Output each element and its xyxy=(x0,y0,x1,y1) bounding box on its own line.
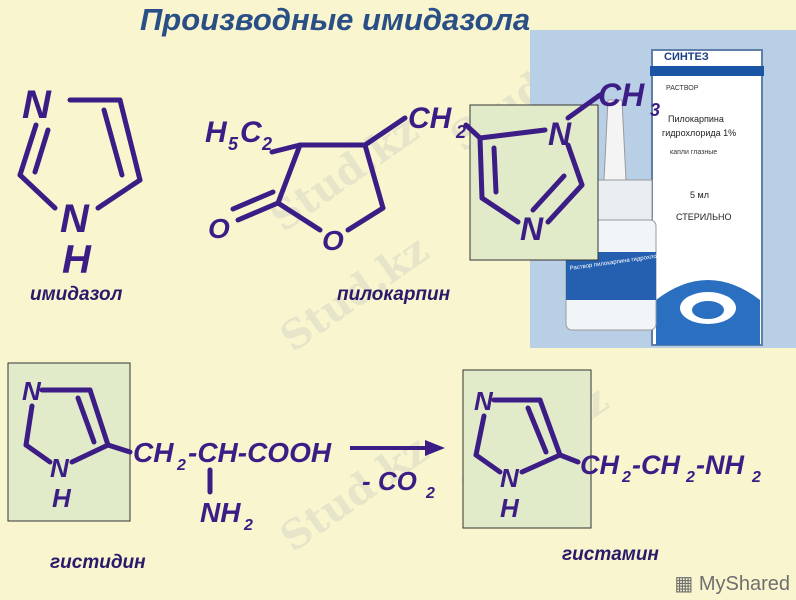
svg-text:2: 2 xyxy=(243,517,253,534)
svg-text:N: N xyxy=(474,386,494,416)
svg-text:CH: CH xyxy=(580,450,619,480)
svg-text:N: N xyxy=(548,116,572,152)
svg-text:CH: CH xyxy=(598,77,645,113)
package-name-2: гидрохлорида 1% xyxy=(662,128,736,138)
imidazole-structure: N N H xyxy=(17,83,143,282)
svg-text:2: 2 xyxy=(455,122,466,142)
svg-text:H: H xyxy=(500,493,520,523)
svg-text:N: N xyxy=(500,463,520,493)
presentation-icon: ▦ xyxy=(674,573,699,595)
imidazole-label: имидазол xyxy=(30,284,123,305)
svg-text:C: C xyxy=(240,116,263,149)
svg-text:-CH-COOH: -CH-COOH xyxy=(188,437,332,468)
atom-N: N xyxy=(22,83,52,127)
svg-text:N: N xyxy=(22,376,42,406)
svg-text:-CH: -CH xyxy=(632,450,680,480)
svg-text:NH: NH xyxy=(200,497,241,528)
page-title: Производные имидазола xyxy=(140,2,531,37)
pilocarpine-label: пилокарпин xyxy=(337,284,451,305)
package-sterile: СТЕРИЛЬНО xyxy=(676,212,732,222)
svg-text:CH: CH xyxy=(408,102,453,135)
package-name-1: Пилокарпина xyxy=(668,114,724,124)
svg-text:2: 2 xyxy=(621,469,631,486)
footer-brand-text: MyShared xyxy=(698,573,790,595)
atom-H: H xyxy=(62,238,92,282)
svg-text:3: 3 xyxy=(650,100,660,120)
footer-brand[interactable]: ▦ MyShared xyxy=(674,571,790,596)
package-brand: СИНТЕЗ xyxy=(664,51,709,63)
svg-text:N: N xyxy=(50,453,70,483)
package-kind: РАСТВОР xyxy=(666,85,699,92)
histidine-structure: N N H CH 2 -CH-COOH NH 2 xyxy=(22,376,332,534)
svg-text:O: O xyxy=(322,225,344,256)
svg-text:H: H xyxy=(205,116,228,149)
svg-text:N: N xyxy=(520,211,544,247)
svg-text:-NH: -NH xyxy=(696,450,744,480)
svg-text:H: H xyxy=(52,483,72,513)
svg-text:CH: CH xyxy=(133,437,174,468)
svg-text:2: 2 xyxy=(261,134,272,154)
reaction-arrow: - CO 2 xyxy=(350,440,445,502)
svg-text:2: 2 xyxy=(751,469,761,486)
pilocarpine-package-photo: СИНТЕЗ РАСТВОР Пилокарпина гидрохлорида … xyxy=(530,30,796,348)
reaction-byproduct-sub: 2 xyxy=(425,485,435,502)
svg-text:2: 2 xyxy=(176,457,186,474)
pilocarpine-structure: H 5 C 2 CH 2 O O N N CH 3 xyxy=(205,77,660,256)
svg-text:5: 5 xyxy=(228,134,239,154)
histamine-imidazole-box xyxy=(462,369,592,529)
svg-text:O: O xyxy=(208,213,230,244)
histamine-label: гистамин xyxy=(562,544,659,565)
histidine-label: гистидин xyxy=(50,552,146,573)
package-drawing: СИНТЕЗ РАСТВОР Пилокарпина гидрохлорида … xyxy=(530,30,796,348)
atom-N: N xyxy=(60,197,90,241)
package-use: капли глазные xyxy=(670,149,717,156)
package-volume: 5 мл xyxy=(690,190,709,200)
svg-text:2: 2 xyxy=(685,469,695,486)
histamine-structure: N N H CH 2 -CH 2 -NH 2 xyxy=(473,386,761,523)
reaction-byproduct: - CO xyxy=(362,466,417,496)
